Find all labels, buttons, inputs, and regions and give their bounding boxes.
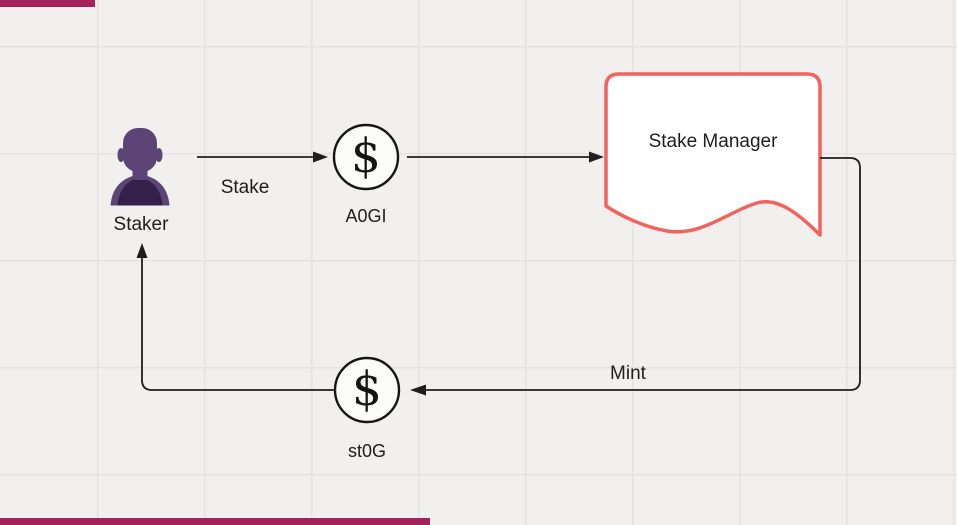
- staker-person-icon[interactable]: [110, 128, 170, 206]
- mint-arrow[interactable]: [410, 157, 861, 396]
- stake-edge-label: Stake: [220, 177, 270, 198]
- staker-label: Staker: [113, 214, 169, 235]
- st0g-dollar-icon: $: [352, 361, 382, 417]
- a0gi-dollar-icon: $: [351, 128, 381, 184]
- stake-manager-document-shape[interactable]: [604, 72, 822, 237]
- stake-arrow[interactable]: [197, 151, 328, 163]
- a0gi-coin-circle[interactable]: [332, 123, 400, 191]
- accent-bar-top: [0, 0, 95, 7]
- st0g-to-staker-arrow[interactable]: [136, 243, 336, 391]
- accent-bar-bottom: [0, 518, 430, 525]
- mint-edge-label: Mint: [610, 363, 646, 384]
- a0gi-to-stake-manager-arrow[interactable]: [407, 151, 604, 163]
- a0gi-label: A0GI: [345, 206, 387, 226]
- stake-manager-label: Stake Manager: [648, 131, 778, 152]
- st0g-label: st0G: [347, 441, 386, 461]
